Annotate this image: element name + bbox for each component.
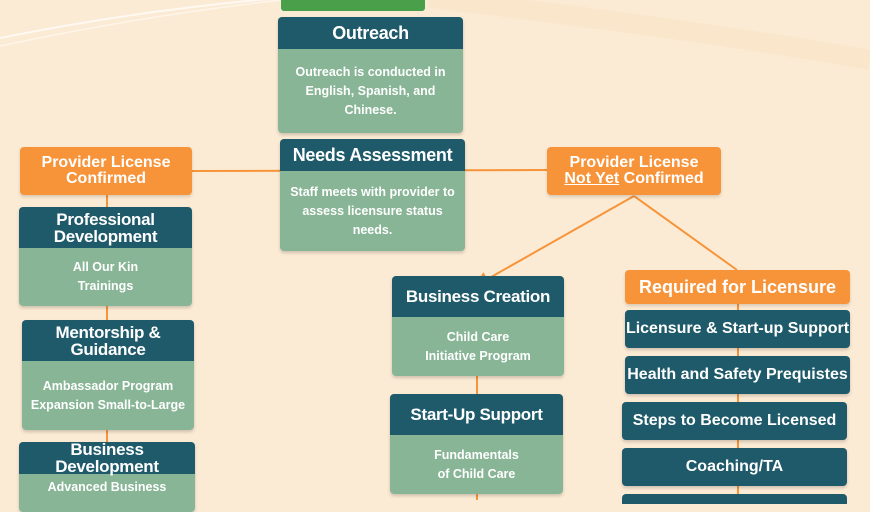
- start-up-support-body: Fundamentals of Child Care: [390, 435, 563, 494]
- professional-development-title: Professional Development: [19, 207, 192, 248]
- not-yet-text: Not Yet: [564, 170, 620, 187]
- provider-license-confirmed: Provider License Confirmed: [20, 147, 192, 195]
- business-creation-title: Business Creation: [392, 276, 564, 317]
- business-development-card: Business Development Advanced Business: [19, 442, 195, 512]
- business-development-title: Business Development: [19, 442, 195, 475]
- outreach-card: Outreach Outreach is conducted in Englis…: [278, 17, 463, 133]
- not-confirmed-line2: Not Yet Confirmed: [564, 171, 703, 187]
- business-creation-body: Child Care Initiative Program: [392, 317, 564, 376]
- needs-assessment-card: Needs Assessment Staff meets with provid…: [280, 139, 465, 251]
- right-column-next-item: [622, 494, 847, 504]
- background-decoration: [0, 0, 289, 47]
- confirmed-line1: Provider License: [41, 154, 171, 171]
- mentorship-guidance-title: Mentorship & Guidance: [22, 320, 194, 361]
- business-development-body: Advanced Business: [19, 474, 195, 512]
- professional-development-body: All Our Kin Trainings: [19, 248, 192, 306]
- needs-assessment-title: Needs Assessment: [280, 139, 465, 171]
- business-creation-card: Business Creation Child Care Initiative …: [392, 276, 564, 376]
- start-up-support-title: Start-Up Support: [390, 394, 563, 435]
- coaching-ta: Coaching/TA: [622, 448, 847, 486]
- outreach-body: Outreach is conducted in English, Spanis…: [278, 49, 463, 133]
- mentorship-guidance-card: Mentorship & Guidance Ambassador Program…: [22, 320, 194, 430]
- steps-to-become-licensed: Steps to Become Licensed: [622, 402, 847, 440]
- mentorship-guidance-body: Ambassador Program Expansion Small-to-La…: [22, 361, 194, 430]
- not-confirmed-line1: Provider License: [569, 154, 699, 171]
- start-up-support-card: Start-Up Support Fundamentals of Child C…: [390, 394, 563, 494]
- health-and-safety-prequistes: Health and Safety Prequistes: [625, 356, 850, 394]
- not-confirmed-word: Confirmed: [623, 170, 704, 187]
- provider-license-not-yet-confirmed: Provider License Not Yet Confirmed: [547, 147, 721, 195]
- licensure-start-up-support: Licensure & Start-up Support: [625, 310, 850, 348]
- confirmed-line2: Confirmed: [66, 170, 146, 187]
- professional-development-card: Professional Development All Our Kin Tra…: [19, 207, 192, 306]
- required-for-licensure: Required for Licensure: [625, 270, 850, 304]
- top-green-box: [281, 0, 425, 11]
- needs-assessment-body: Staff meets with provider to assess lice…: [280, 171, 465, 251]
- outreach-title: Outreach: [278, 17, 463, 49]
